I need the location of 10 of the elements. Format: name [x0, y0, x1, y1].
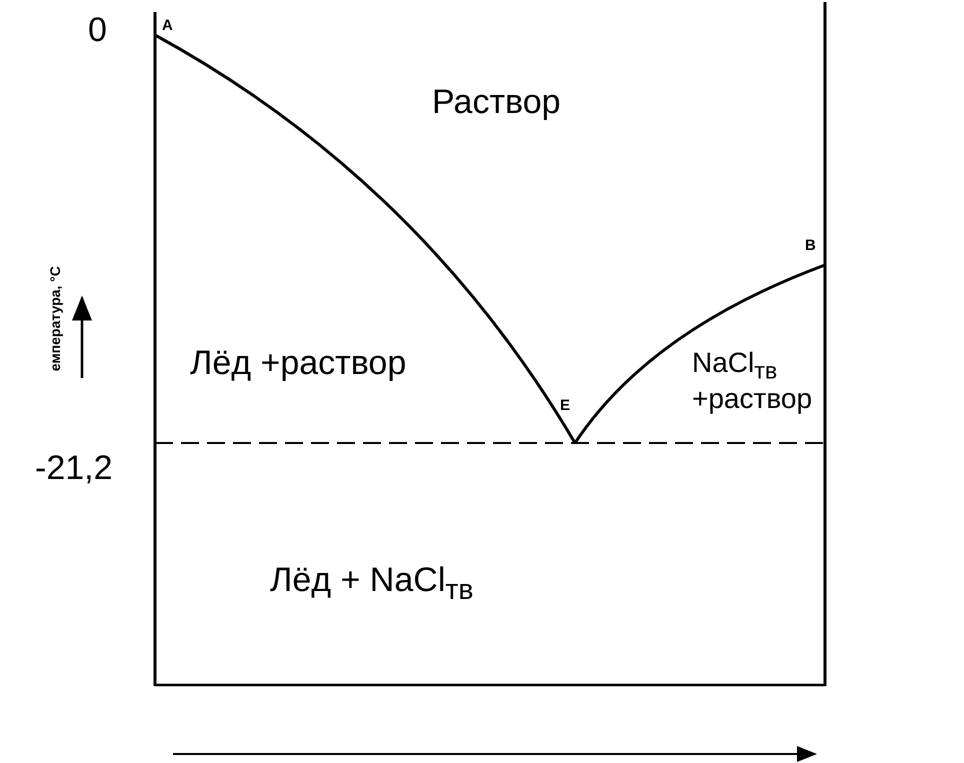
region-label: NaCl$_{тв}$ +раствор — [692, 348, 814, 416]
tick-label: -21,2 — [35, 450, 112, 488]
axis-label: емпература, °C — [47, 266, 63, 371]
point-label: E — [560, 398, 570, 414]
region-label: Лёд +раствор — [190, 345, 406, 382]
tick-label: 0 — [88, 12, 107, 50]
point-label: B — [805, 238, 816, 254]
point-label: A — [162, 18, 173, 34]
region-label: Лёд + NaCl$_{тв}$ — [270, 562, 474, 606]
region-label: Раствор — [432, 84, 561, 122]
